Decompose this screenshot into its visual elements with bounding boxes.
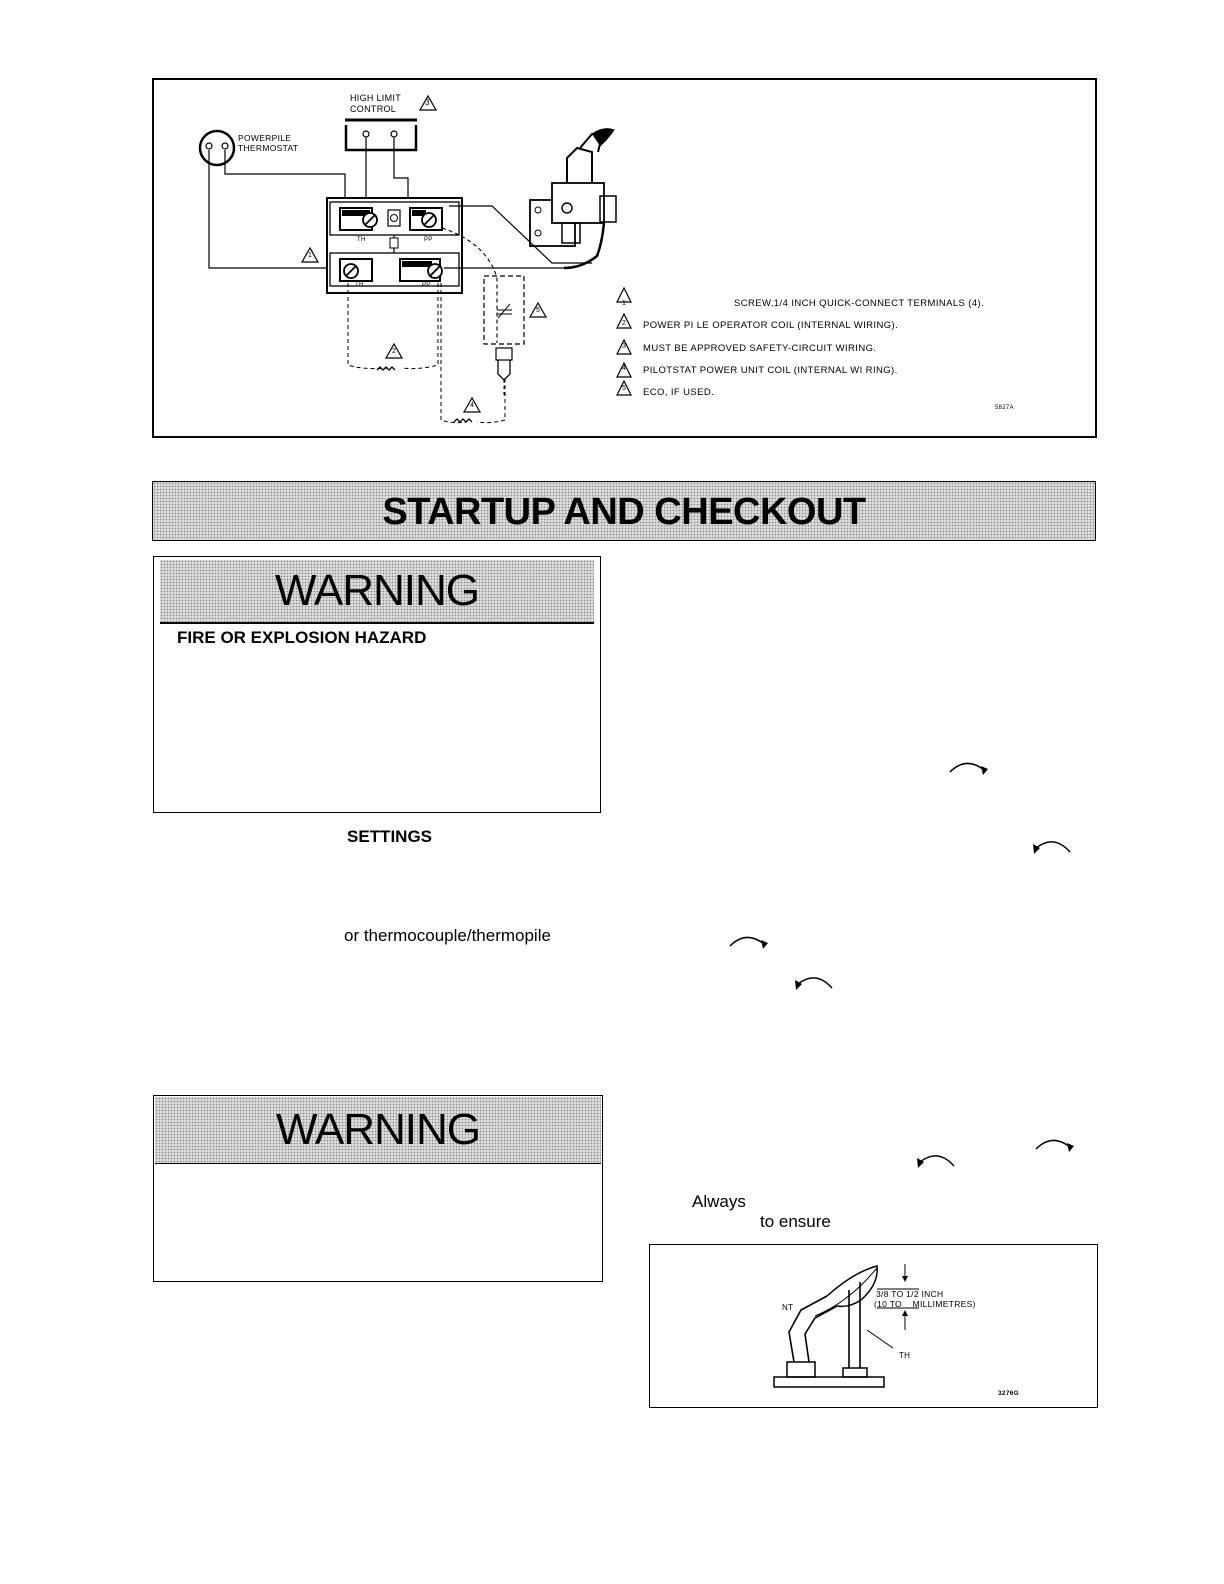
thermostat-label: POWERPILE THERMOSTAT bbox=[238, 133, 299, 153]
warning-1-title: WARNING bbox=[274, 566, 480, 615]
callout-5-label: 5 bbox=[536, 307, 541, 314]
flame-figure-frame bbox=[649, 1244, 1098, 1408]
terminal-block bbox=[326, 197, 463, 294]
to-ensure-text: to ensure bbox=[760, 1212, 831, 1231]
callout-4-label: 4 bbox=[470, 402, 475, 409]
eco-device bbox=[483, 275, 525, 398]
pilot-flame-diagram bbox=[773, 1264, 919, 1388]
section-banner: STARTUP AND CHECKOUT bbox=[152, 481, 1096, 541]
callout-5-symbol bbox=[528, 301, 548, 318]
callout-2-label: 2 bbox=[392, 348, 397, 355]
terminal-th-lower-label: TH bbox=[355, 282, 364, 288]
counterclockwise-arrow-icon bbox=[795, 977, 833, 990]
callout-4-symbol bbox=[462, 396, 482, 413]
note-5-num: 5 bbox=[622, 385, 627, 392]
callout-2-symbol bbox=[384, 342, 404, 359]
note-3: MUST BE APPROVED SAFETY-CIRCUIT WIRING. bbox=[643, 343, 877, 354]
flame-right-label: TH bbox=[899, 1351, 911, 1360]
high-limit-label: HIGH LIMIT CONTROL bbox=[350, 93, 402, 114]
pilot-assembly bbox=[449, 128, 617, 270]
clockwise-arrow-icon bbox=[949, 762, 988, 775]
flame-dimension: 3/8 TO 1/2 INCH bbox=[876, 1289, 944, 1299]
settings-heading: SETTINGS bbox=[347, 827, 433, 846]
wiring-diagram bbox=[198, 94, 632, 424]
section-title: STARTUP AND CHECKOUT bbox=[382, 491, 866, 533]
counterclockwise-arrow-icon bbox=[1033, 841, 1071, 854]
note-2: POWER PI LE OPERATOR COIL (INTERNAL WIRI… bbox=[643, 320, 899, 331]
warning-box-2 bbox=[153, 1095, 603, 1282]
note-1-num: 1 bbox=[622, 300, 627, 307]
flame-figure-id: 3276G bbox=[998, 1390, 1020, 1397]
note-4-num: 4 bbox=[622, 365, 627, 372]
settings-fragment: or thermocouple/thermopile bbox=[344, 926, 551, 945]
counterclockwise-arrow-icon bbox=[917, 1155, 955, 1168]
clockwise-arrow-icon bbox=[729, 936, 768, 949]
always-text: Always bbox=[692, 1192, 746, 1211]
warning-1-header: WARNING bbox=[160, 560, 594, 624]
note-5: ECO, IF USED. bbox=[643, 387, 715, 398]
note-1: SCREW,1/4 INCH QUICK-CONNECT TERMINALS (… bbox=[734, 298, 985, 309]
flame-dimension-metric: (10 TO MILLIMETRES) bbox=[874, 1299, 976, 1309]
warning-box-1 bbox=[153, 556, 601, 813]
callout-1-symbol bbox=[300, 246, 320, 263]
warning-2-header: WARNING bbox=[155, 1097, 601, 1164]
terminal-th-upper-label: TH bbox=[357, 237, 366, 243]
warning-2-title: WARNING bbox=[275, 1105, 481, 1154]
callout-1-label: 1 bbox=[308, 252, 313, 259]
wiring-figure-frame bbox=[152, 78, 1097, 438]
thermostat-symbol bbox=[198, 129, 236, 167]
clockwise-arrow-icon bbox=[1035, 1139, 1074, 1152]
flame-left-label: NT bbox=[782, 1303, 794, 1312]
note-4: PILOTSTAT POWER UNIT COIL (INTERNAL WI R… bbox=[643, 365, 898, 376]
callout-3-symbol bbox=[418, 94, 438, 111]
terminal-pp-lower-label: PP bbox=[422, 282, 431, 288]
terminal-pp-upper-label: PP bbox=[424, 237, 433, 243]
note-3-num: 3 bbox=[622, 343, 627, 350]
callout-3-label: 3 bbox=[425, 98, 430, 107]
figure-id: 5827A bbox=[995, 405, 1014, 411]
note-2-num: 2 bbox=[622, 320, 627, 327]
warning-1-subtitle: FIRE OR EXPLOSION HAZARD bbox=[177, 628, 427, 647]
